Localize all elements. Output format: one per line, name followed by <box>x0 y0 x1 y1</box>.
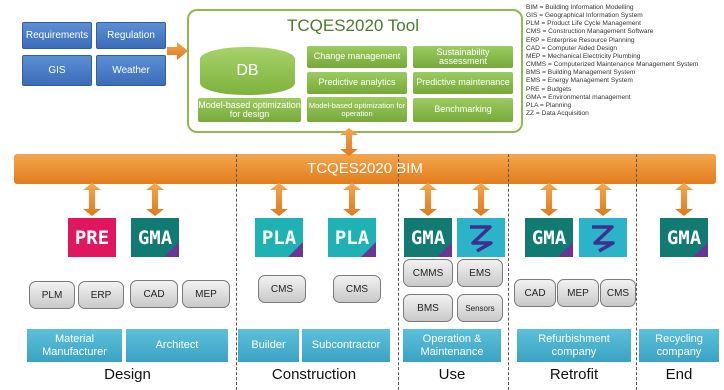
bim-to-logo-arrow <box>419 183 437 216</box>
software-cms: CMS <box>333 275 381 303</box>
module-change-management: Change management <box>307 46 407 68</box>
pre-budgets-logo: PRE <box>68 218 116 257</box>
software-cms: CMS <box>600 279 636 307</box>
phase-design: Design <box>104 366 151 383</box>
phase-retrofit: Retrofit <box>549 366 599 383</box>
bim-to-logo-arrow <box>270 183 288 216</box>
module-benchmarking: Benchmarking <box>413 98 513 122</box>
bim-to-logo-arrow <box>540 183 558 216</box>
role-material-manufacturer: Material Manufacturer <box>27 329 122 362</box>
bim-to-logo-arrow <box>675 183 693 216</box>
logo-corner-triangle <box>288 242 303 257</box>
software-ems: EMS <box>457 259 503 287</box>
gma-logo-text: GMA <box>137 226 173 249</box>
phase-end: End <box>665 366 693 383</box>
pre-logo-text: PRE <box>74 226 110 249</box>
module-model-based-design: Model-based optimization for design <box>198 98 301 122</box>
bim-to-logo-arrow <box>472 183 490 216</box>
gma-logo-text: GMA <box>531 226 567 249</box>
legend-item: BMS = Building Management System <box>526 69 636 77</box>
gma-environmental-logo: GMA <box>525 218 573 257</box>
module-model-based-operation: Model-based optimization for operation <box>307 97 407 122</box>
logo-corner-triangle <box>693 242 708 257</box>
legend-item: MEP = Mechanical Electricity Plumbing <box>526 52 641 60</box>
pla-planning-logo: PLA <box>328 218 376 257</box>
legend-item: GMA = Environmental management <box>526 93 631 101</box>
software-cad: CAD <box>130 280 178 308</box>
bim-band <box>14 154 716 184</box>
role-refurbishment: Refurbishment company <box>517 329 631 362</box>
phase-construction: Construction <box>271 366 357 383</box>
legend-item: PRE = Budgets <box>526 85 572 93</box>
phase-divider <box>508 154 509 390</box>
input-regulation: Regulation <box>96 22 166 49</box>
software-cad: CAD <box>514 279 556 307</box>
software-sensors: Sensors <box>457 294 503 322</box>
gma-environmental-logo: GMA <box>404 218 452 257</box>
module-predictive-maintenance: Predictive maintenance <box>413 72 513 94</box>
software-mep: MEP <box>557 279 599 307</box>
pla-logo-text: PLA <box>261 226 297 249</box>
role-operation-maintenance: Operation & Maintenance <box>403 329 501 362</box>
logo-corner-triangle <box>361 242 376 257</box>
phase-use: Use <box>438 366 466 383</box>
legend-item: GIS = Geographical Information System <box>526 12 643 20</box>
pla-logo-text: PLA <box>334 226 370 249</box>
gma-logo-text: GMA <box>666 226 702 249</box>
legend-item: PLA = Planning <box>526 101 572 109</box>
legend-item: BIM = Building Information Modelling <box>526 4 634 11</box>
bim-to-logo-arrow <box>83 183 101 216</box>
role-subcontractor: Subcontractor <box>302 329 390 362</box>
tool-to-bim-arrow <box>340 128 358 156</box>
legend-item: CMS = Construction Management Software <box>526 28 654 36</box>
logo-corner-triangle <box>164 242 179 257</box>
software-plm: PLM <box>29 281 75 309</box>
tool-title: TCQES2020 Tool <box>287 16 419 35</box>
software-bms: BMS <box>403 294 453 322</box>
legend-item: ZZ = Data Acquisition <box>526 110 589 118</box>
phase-divider <box>636 154 637 390</box>
input-gis: GIS <box>22 55 92 86</box>
abbreviation-legend: BIM = Building Information Modelling GIS… <box>526 4 698 118</box>
role-recycling: Recycling company <box>639 329 719 362</box>
phase-divider <box>236 154 237 390</box>
legend-item: ERP = Enterprise Resource Planning <box>526 36 635 44</box>
zz-squiggle-glyph <box>470 225 493 253</box>
software-cms: CMS <box>258 275 306 303</box>
bim-to-logo-arrow <box>146 183 164 216</box>
gma-logo-text: GMA <box>410 226 446 249</box>
legend-item: CAD = Computer Aided Design <box>526 44 618 52</box>
bim-band-title: TCQES2020 BIM <box>307 160 423 177</box>
role-builder: Builder <box>238 329 299 362</box>
input-to-tool-arrow <box>167 42 188 60</box>
phase-divider <box>398 154 399 390</box>
legend-item: EMS = Energy Management System <box>526 77 633 85</box>
gma-environmental-logo: GMA <box>131 218 179 257</box>
role-architect: Architect <box>126 329 228 362</box>
software-mep: MEP <box>182 280 230 308</box>
gma-environmental-logo: GMA <box>660 218 708 257</box>
input-weather: Weather <box>96 55 166 86</box>
bim-to-logo-arrow <box>343 183 361 216</box>
module-sustainability: Sustainability assessment <box>413 46 513 68</box>
pla-planning-logo: PLA <box>255 218 303 257</box>
zz-squiggle-glyph <box>592 225 615 253</box>
zz-squiggle-icon <box>457 218 505 257</box>
input-requirements: Requirements <box>22 22 92 49</box>
zz-squiggle-icon <box>579 218 627 257</box>
software-erp: ERP <box>78 281 124 309</box>
logo-corner-triangle <box>558 242 573 257</box>
logo-corner-triangle <box>437 242 452 257</box>
legend-item: PLM = Product Life Cycle Management <box>526 20 641 28</box>
module-predictive-analytics: Predictive analytics <box>307 72 407 94</box>
legend-item: CMMS = Computerized Maintenance Manageme… <box>526 61 699 69</box>
bim-to-logo-arrow <box>594 183 612 216</box>
db-cylinder: DB <box>200 47 295 95</box>
software-cmms: CMMS <box>403 259 453 287</box>
